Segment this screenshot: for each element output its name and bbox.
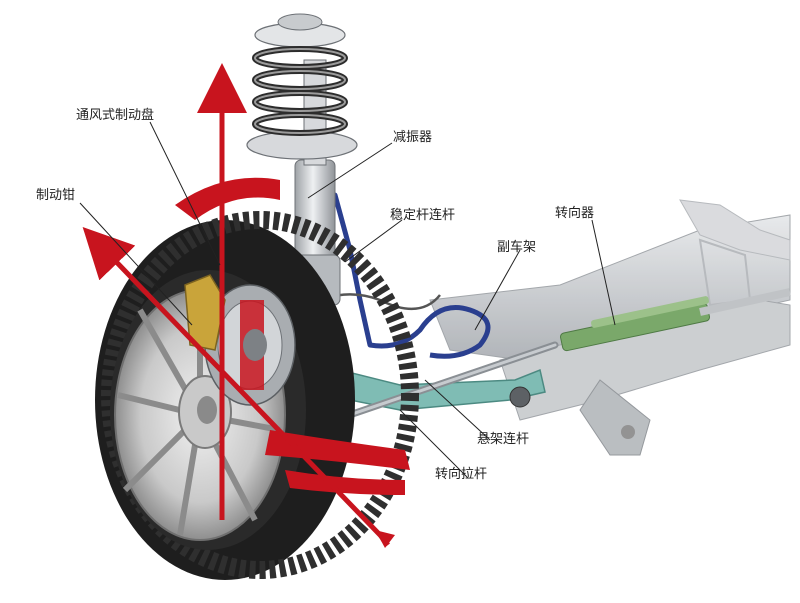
label-shock-absorber: 减振器: [393, 130, 433, 145]
leader-lines: [79, 121, 616, 479]
force-arrows: [82, 63, 395, 548]
label-control-arm: 悬架连杆: [477, 432, 530, 447]
label-steering-gear: 转向器: [555, 206, 595, 221]
subframe-structure: [429, 199, 791, 456]
steering-gear: [560, 288, 791, 352]
coil-spring: [252, 46, 348, 136]
label-vented-brake-disc: 通风式制动盘: [76, 108, 155, 123]
tie-rod: [316, 341, 559, 429]
tire-cutaway: [175, 177, 410, 495]
label-tie-rod: 转向拉杆: [435, 467, 488, 482]
label-stabilizer-link: 稳定杆连杆: [390, 208, 456, 223]
diagonal-arrow: [82, 227, 382, 537]
label-brake-caliper: 制动钳: [36, 188, 76, 203]
label-subframe: 副车架: [497, 240, 537, 255]
